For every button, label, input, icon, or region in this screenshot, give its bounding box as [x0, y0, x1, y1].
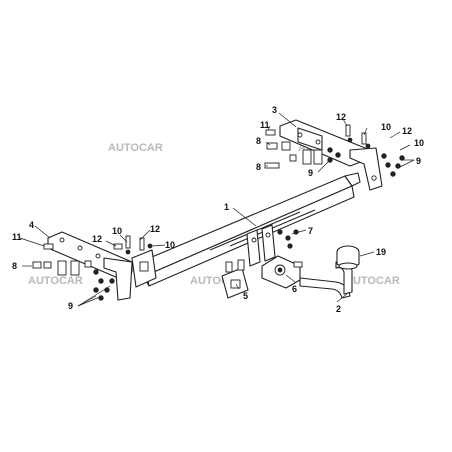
label-part-11-right: 11: [260, 120, 270, 130]
right-side-bracket: [279, 119, 383, 191]
leader-lines: [19, 112, 415, 307]
label-part-12-center: 12: [150, 224, 160, 234]
right-bracket-fasteners: [264, 124, 405, 177]
label-part-12-left: 12: [92, 234, 102, 244]
main-cross-beam: [139, 172, 361, 287]
label-part-12-far-right: 12: [402, 126, 412, 136]
label-part-19: 19: [376, 247, 386, 257]
label-part-4: 4: [29, 220, 34, 230]
label-part-1: 1: [224, 202, 229, 212]
label-part-9-center: 9: [308, 168, 313, 178]
watermark-bottom-right: AUTOCAR: [345, 275, 400, 287]
ball-mount-brackets: [246, 224, 299, 267]
label-part-3: 3: [272, 105, 277, 115]
part-labels: 1 2 3 4 5 6 7 8 8 8 9 9 9 9 10 10 10 10 …: [12, 105, 424, 314]
tow-ball: [336, 245, 360, 270]
left-bracket-fasteners: [32, 235, 153, 301]
label-part-10-center: 10: [165, 240, 175, 250]
coupling-housing: [261, 255, 303, 289]
beam-left-end-plate: [131, 249, 157, 288]
label-part-10-right: 10: [381, 122, 391, 132]
label-part-8-left: 8: [12, 261, 17, 271]
label-part-11-left: 11: [12, 232, 22, 242]
label-part-8-right-upper: 8: [256, 136, 261, 146]
label-part-10-far-right: 10: [414, 138, 424, 148]
socket-plate: [221, 259, 249, 299]
label-part-8-right-lower: 8: [256, 162, 261, 172]
left-side-bracket: [47, 231, 133, 301]
label-part-2: 2: [336, 304, 341, 314]
label-part-7: 7: [308, 226, 313, 236]
label-part-10-left: 10: [112, 226, 122, 236]
label-part-6: 6: [292, 284, 297, 294]
watermark-top-left: AUTOCAR: [108, 142, 163, 154]
label-part-9-left: 9: [68, 301, 73, 311]
label-part-5: 5: [243, 291, 248, 301]
watermark-bottom-left: AUTOCAR: [28, 275, 83, 287]
label-part-12-right: 12: [336, 112, 346, 122]
label-part-9-right: 9: [416, 156, 421, 166]
